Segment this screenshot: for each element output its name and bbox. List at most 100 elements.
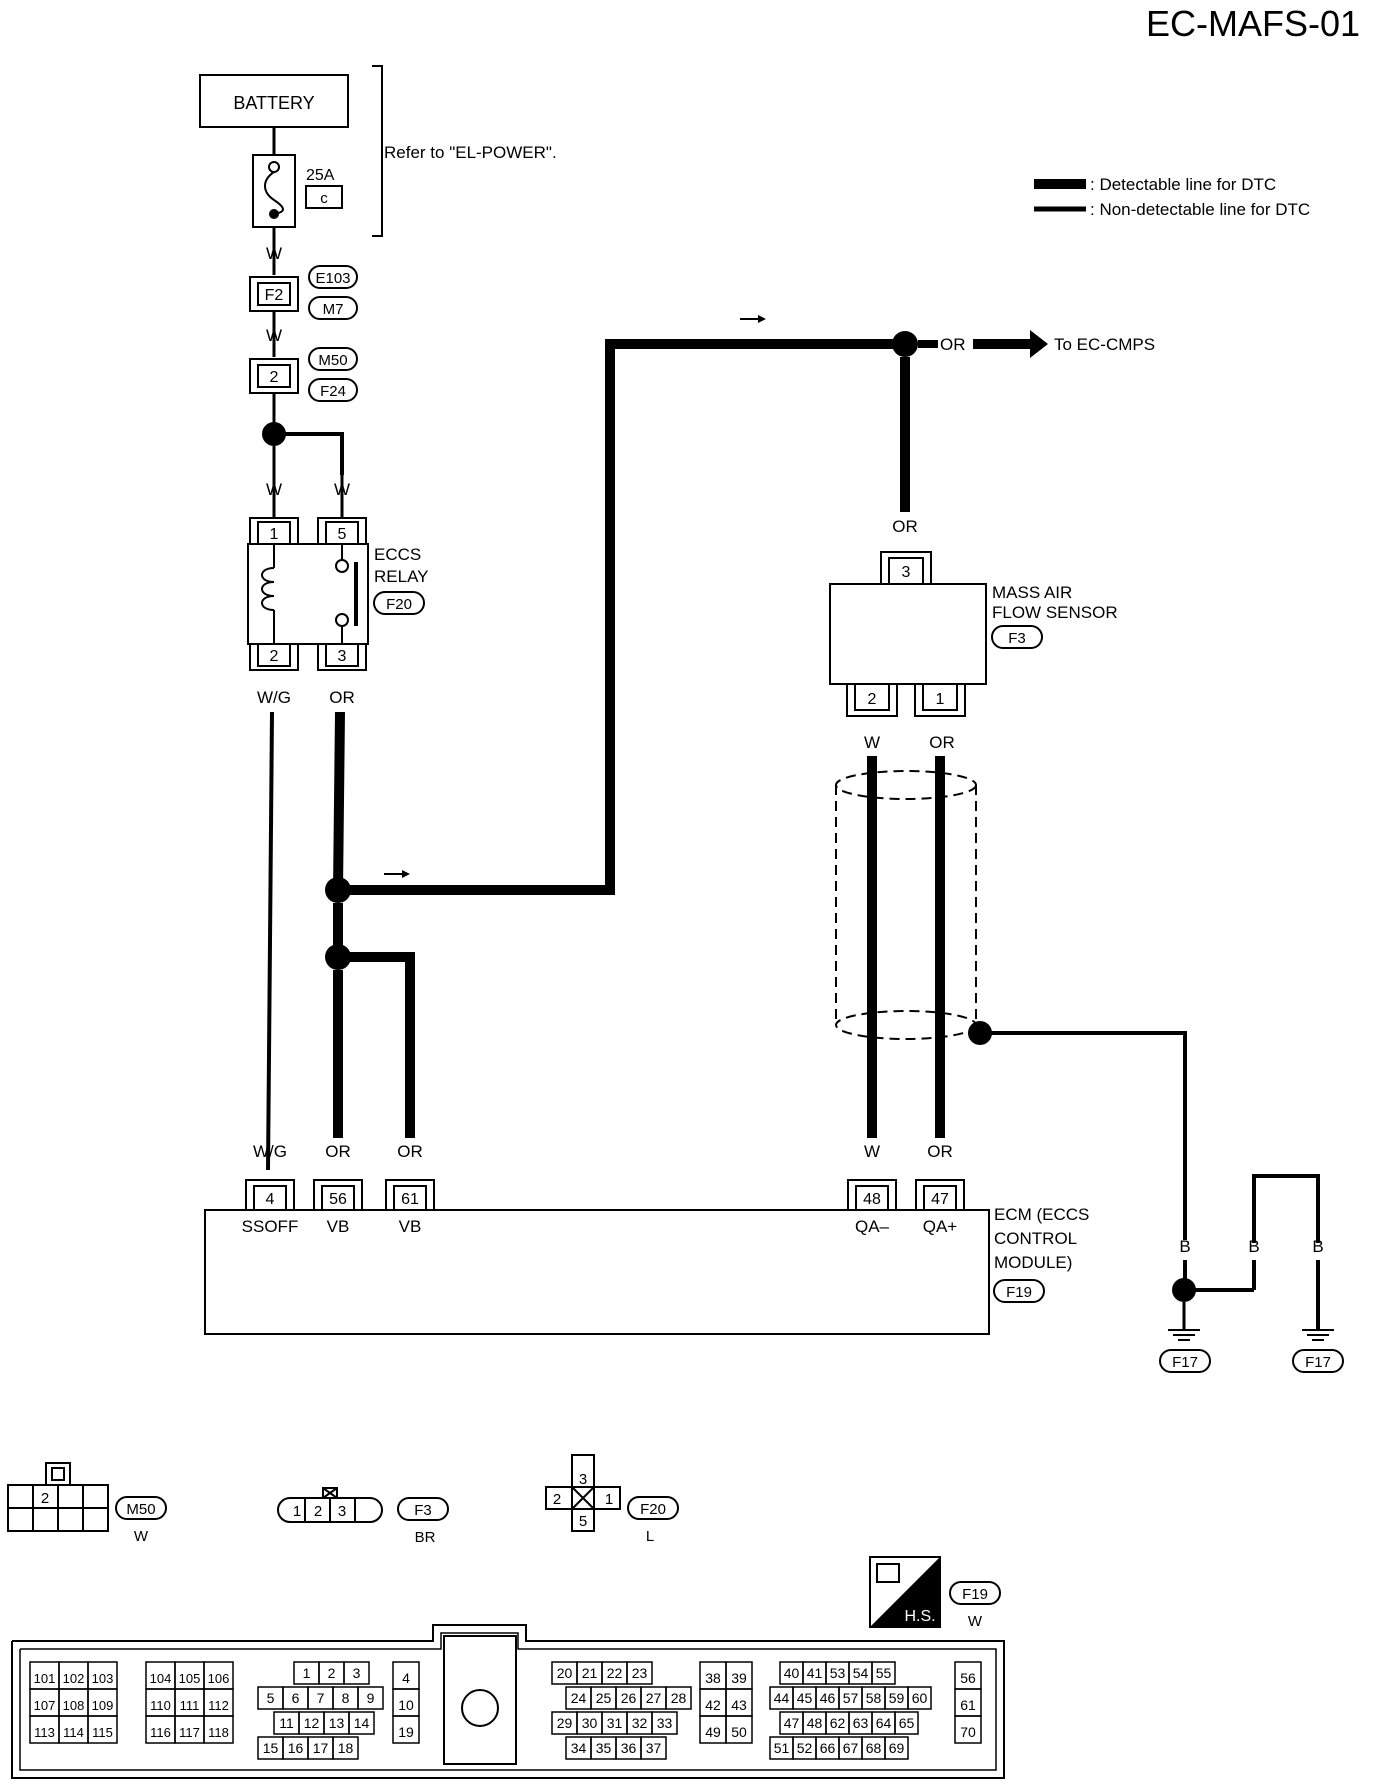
arrow-right-icon	[1030, 330, 1048, 358]
wire-color-label: OR	[329, 688, 355, 707]
ecm-pin-number: 43	[731, 1697, 747, 1713]
connector-view-m50: 2 M50 W	[7, 1462, 167, 1545]
connector-m50: 2 M50 F24	[249, 347, 358, 402]
fuse-code: c	[320, 190, 328, 207]
ecm-pin-number: 36	[621, 1740, 637, 1756]
ecm-pin-number: 25	[596, 1690, 612, 1706]
ecm-pin-number: 27	[646, 1690, 662, 1706]
ecm-pin-number: 21	[582, 1665, 598, 1681]
connector-tag: M50	[126, 1501, 155, 1518]
ecm-pin-number: 20	[557, 1665, 573, 1681]
ecm-pin-number: 112	[208, 1698, 229, 1713]
ecm-pin-cell	[343, 1661, 370, 1685]
connector-pin: 2	[41, 1490, 49, 1507]
ecm-pin-number: 70	[960, 1724, 976, 1740]
ecm-pin-number: 30	[582, 1715, 598, 1731]
connector-view-f3: 1 2 3 F3 BR	[277, 1487, 449, 1546]
ecm-pin-number: 65	[899, 1715, 915, 1731]
connector-pin: 5	[579, 1513, 587, 1530]
ecm-pin-number: 8	[342, 1690, 350, 1706]
sensor-tag: F3	[1008, 630, 1026, 647]
relay-pin: 2	[270, 648, 279, 665]
wire-color-label: OR	[325, 1142, 351, 1161]
ecm-pin-cell	[651, 1711, 678, 1735]
ecm-pin-number: 5	[267, 1690, 275, 1706]
ecm-pin-number: 16	[288, 1740, 304, 1756]
ecm-pin-number: 67	[843, 1740, 859, 1756]
ecm-pin-cell	[894, 1711, 919, 1735]
ecm-tag: F19	[1006, 1284, 1032, 1301]
shielded-cable	[835, 770, 977, 1040]
ecm-pin-number: 38	[705, 1670, 721, 1686]
ecm-pin-number: 62	[830, 1715, 846, 1731]
hs-badge: H.S. F19 W	[869, 1556, 1001, 1630]
ecm-pin-label: QA+	[923, 1217, 958, 1236]
ecm-pin-cell	[87, 1715, 118, 1744]
ecm-pin-number: 7	[317, 1690, 325, 1706]
ecm-pin-number: 64	[876, 1715, 892, 1731]
ecm-pin-cell	[907, 1686, 932, 1710]
ecm-pin-number: 33	[657, 1715, 673, 1731]
ecm-pin-number: 108	[63, 1698, 85, 1713]
relay-name: RELAY	[374, 567, 429, 586]
ecm-pin-label: VB	[399, 1217, 422, 1236]
diagram-id: EC-MAFS-01	[1146, 3, 1360, 44]
connector-pin: 2	[314, 1503, 322, 1520]
ecm-pin-number: 63	[853, 1715, 869, 1731]
ecm-pin-cell	[357, 1686, 384, 1710]
ecm-pin-number: 24	[571, 1690, 587, 1706]
ecm-pin-number: 11	[279, 1715, 294, 1731]
ecm-pin-cell	[348, 1711, 375, 1735]
ecm-pin-number: 58	[866, 1690, 882, 1706]
legend: : Detectable line for DTC : Non-detectab…	[1034, 175, 1310, 219]
ecm-name: ECM (ECCS	[994, 1205, 1089, 1224]
connector-tag: F19	[962, 1586, 988, 1603]
ecm-pin-number: 105	[179, 1671, 201, 1686]
wire-color-label: W	[864, 1142, 880, 1161]
connector-tag: M7	[323, 301, 344, 318]
ecm-pin-number: 104	[150, 1671, 172, 1686]
ecm-pin-label: SSOFF	[242, 1217, 299, 1236]
ecm-pin-number: 13	[329, 1715, 345, 1731]
connector-color: W	[968, 1613, 983, 1630]
relay-pin: 1	[270, 526, 279, 543]
ecm-pin-number: 17	[313, 1740, 329, 1756]
sensor-pin: 1	[936, 691, 945, 708]
ecm-pin-number: 51	[774, 1740, 790, 1756]
ecm-pin-number: 118	[208, 1725, 229, 1740]
wire-color-label: W	[864, 733, 880, 752]
hs-label: H.S.	[904, 1608, 935, 1625]
sensor-pin: 3	[902, 564, 911, 581]
ecm-pin-number: 54	[853, 1665, 869, 1681]
connector-color: BR	[415, 1529, 436, 1546]
wire-color-label: B	[1312, 1237, 1323, 1256]
ecm-name: MODULE)	[994, 1253, 1072, 1272]
ecm-pin-number: 53	[830, 1665, 846, 1681]
ecm-pin-number: 10	[398, 1697, 414, 1713]
ecm-pin-cell	[626, 1661, 653, 1685]
ecm-pin-cell	[203, 1715, 234, 1744]
ecm-pin-number: 37	[646, 1740, 662, 1756]
relay-name: ECCS	[374, 545, 421, 564]
connector-color: W	[134, 1528, 149, 1545]
connector-pin: 3	[579, 1471, 587, 1488]
fuse-rating: 25A	[306, 167, 335, 184]
relay-tag: F20	[386, 596, 412, 613]
refer-bracket	[372, 65, 383, 237]
ecm-pin-number: 50	[731, 1724, 747, 1740]
ecm-pin-cell	[884, 1736, 909, 1760]
ecm-pin: 56	[329, 1191, 347, 1208]
connector-pin: 3	[338, 1503, 346, 1520]
ecm-pin-number: 103	[92, 1671, 114, 1686]
ecm-pin-number: 15	[263, 1740, 279, 1756]
connector-tag: E103	[315, 270, 350, 287]
wire-color-label: W	[266, 244, 282, 263]
connector-pin: 1	[605, 1491, 613, 1508]
ecm-pin-number: 9	[367, 1690, 375, 1706]
ecm-pin-number: 69	[889, 1740, 905, 1756]
ecm-pin-cell	[332, 1736, 359, 1760]
ecm-pin-number: 19	[398, 1724, 414, 1740]
ecm-pin-number: 47	[784, 1715, 800, 1731]
ecm-pin-number: 61	[960, 1697, 976, 1713]
